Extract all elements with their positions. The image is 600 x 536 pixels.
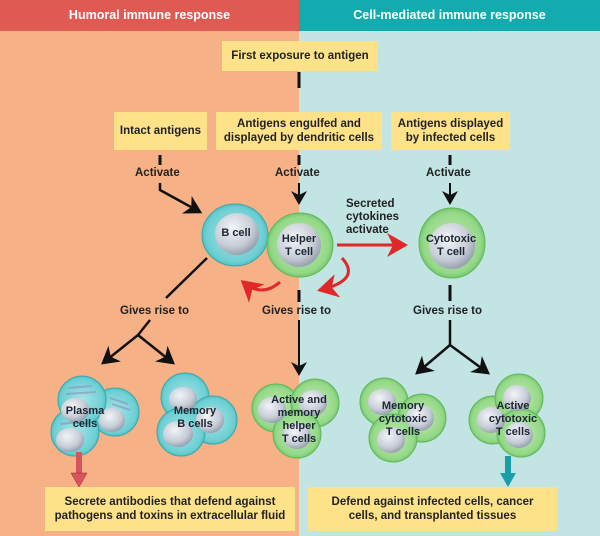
label-gives-rise-bcell: Gives rise to xyxy=(120,305,190,317)
label-cytokines: Secreted cytokines activate xyxy=(346,198,399,237)
label-memory-b-cells: Memory B cells xyxy=(168,405,222,431)
label-b-cell: B cell xyxy=(221,227,251,239)
plasma-cells xyxy=(50,375,140,457)
flow-arrows xyxy=(101,72,491,376)
label-activate-displayed: Activate xyxy=(426,167,471,179)
box-engulfed-antigens: Antigens engulfed and displayed by dendr… xyxy=(216,112,382,150)
label-memory-cyto-line2: cytotoxic xyxy=(378,413,428,425)
cyto-outcome-arrow-shaft xyxy=(505,456,511,474)
active-cytotoxic-t-cells xyxy=(468,373,546,458)
memory-b-cells xyxy=(156,372,238,457)
label-memory-cyto-line1: Memory xyxy=(381,400,425,412)
label-cytotoxic-t-cell: Cytotoxic T cell xyxy=(418,233,484,259)
label-helper-t-group: Active and memory helper T cells xyxy=(266,394,332,446)
cell-mediated-header: Cell-mediated immune response xyxy=(299,0,600,31)
box-first-exposure-text: First exposure to antigen xyxy=(231,50,369,62)
cytokine-arrows xyxy=(240,233,408,303)
label-helper-group-line1: Active and xyxy=(271,394,327,406)
arrow-intact-to-bcell xyxy=(158,183,203,214)
label-cytokines-line3: activate xyxy=(346,224,389,236)
box-cell-outcome-line2: cells, and transplanted tissues xyxy=(348,510,517,522)
box-cell-outcome: Defend against infected cells, cancer ce… xyxy=(308,487,557,531)
outcome-arrows xyxy=(70,452,516,488)
line-bcell-down xyxy=(165,257,208,299)
arrow-cytokines-to-bcell xyxy=(240,280,281,303)
label-cytokines-line1: Secreted xyxy=(346,198,395,210)
box-first-exposure: First exposure to antigen xyxy=(222,41,378,71)
label-cytokines-line2: cytokines xyxy=(346,211,400,223)
label-memory-b-line2: B cells xyxy=(177,418,213,430)
label-helper-group-line3: helper xyxy=(282,420,316,432)
cytotoxic-t-cell xyxy=(418,207,486,279)
box-engulfed-line2: displayed by dendritic cells xyxy=(223,132,375,144)
label-helper-line1: Helper xyxy=(281,233,317,245)
box-humoral-outcome-line1: Secrete antibodies that defend against xyxy=(64,496,276,508)
box-cell-outcome-line1: Defend against infected cells, cancer xyxy=(331,496,534,508)
box-displayed-line1: Antigens displayed xyxy=(397,118,504,130)
label-memory-cyto-line3: T cells xyxy=(385,426,421,438)
label-cytotoxic-line2: T cell xyxy=(436,246,466,258)
arrow-to-plasma xyxy=(101,334,139,365)
humoral-panel xyxy=(0,0,299,536)
helper-t-group xyxy=(251,378,340,459)
box-engulfed-line1: Antigens engulfed and xyxy=(237,118,361,130)
arrow-to-memory-cyto xyxy=(415,344,451,375)
label-gives-rise-cytotoxic: Gives rise to xyxy=(413,305,483,317)
box-displayed-line2: by infected cells xyxy=(405,132,496,144)
b-cell xyxy=(201,203,269,267)
label-cytotoxic-line1: Cytotoxic xyxy=(425,233,477,245)
label-helper-group-line4: T cells xyxy=(281,433,317,445)
arrow-to-memory-b xyxy=(137,334,175,365)
label-active-cyto-line1: Active xyxy=(496,400,530,412)
label-helper-line2: T cell xyxy=(284,246,314,258)
label-active-cyto-line2: cytotoxic xyxy=(488,413,538,425)
arrow-cytokines-to-helper xyxy=(317,256,350,298)
label-gives-rise-helper: Gives rise to xyxy=(262,305,332,317)
box-displayed-antigens: Antigens displayed by infected cells xyxy=(391,112,510,150)
label-helper-t-cell: Helper T cell xyxy=(272,233,326,259)
memory-cytotoxic-t-cells xyxy=(359,377,447,463)
arrow-to-active-cyto xyxy=(449,343,491,375)
helper-t-cell xyxy=(266,212,334,278)
line-bcell-branch xyxy=(137,319,151,336)
label-activate-engulfed: Activate xyxy=(275,167,320,179)
label-active-cytotoxic: Active cytotoxic T cells xyxy=(480,400,546,439)
box-intact-antigens-text: Intact antigens xyxy=(119,125,202,137)
label-plasma-cells: Plasma cells xyxy=(60,405,110,431)
box-humoral-outcome-line2: pathogens and toxins in extracellular fl… xyxy=(54,510,286,522)
humoral-header: Humoral immune response xyxy=(0,0,299,31)
label-memory-cytotoxic: Memory cytotoxic T cells xyxy=(370,400,436,439)
label-activate-intact: Activate xyxy=(135,167,180,179)
label-plasma-line1: Plasma xyxy=(65,405,105,417)
label-helper-group-line2: memory xyxy=(277,407,321,419)
label-memory-b-line1: Memory xyxy=(173,405,217,417)
box-humoral-outcome: Secrete antibodies that defend against p… xyxy=(45,487,295,531)
box-intact-antigens: Intact antigens xyxy=(114,112,207,150)
label-plasma-line2: cells xyxy=(72,418,98,430)
label-active-cyto-line3: T cells xyxy=(495,426,531,438)
plasma-outcome-arrowhead xyxy=(70,472,88,488)
cyto-outcome-arrowhead xyxy=(500,473,516,487)
plasma-outcome-arrow-shaft xyxy=(76,452,82,474)
